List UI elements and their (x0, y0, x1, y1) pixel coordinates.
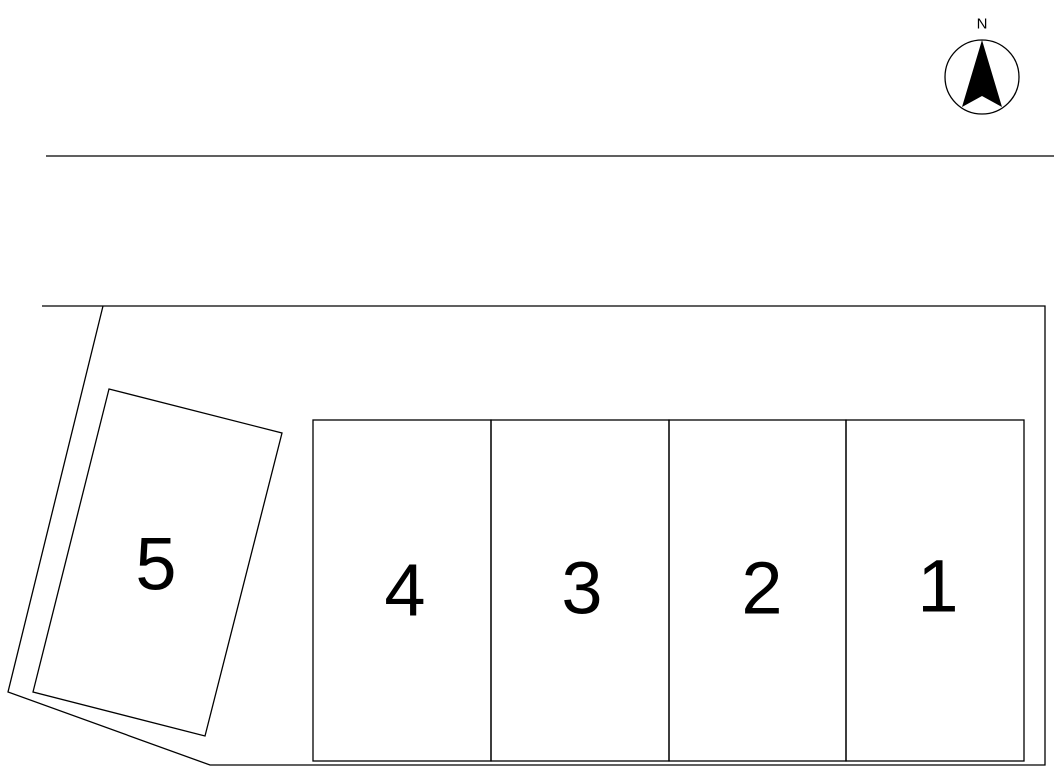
lot-4[interactable]: 4 (312, 419, 492, 762)
lot-1[interactable]: 1 (845, 419, 1025, 762)
lot-3[interactable]: 3 (490, 419, 670, 762)
lot-3-number: 3 (561, 547, 602, 630)
lot-2[interactable]: 2 (668, 419, 847, 762)
lot-1-number: 1 (917, 545, 958, 628)
lot-2-number: 2 (741, 547, 782, 630)
north-arrow-icon: N (944, 16, 1020, 115)
lot-1-outline (845, 419, 1025, 762)
lot-5[interactable]: 5 (32, 388, 283, 737)
lot-4-number: 4 (384, 549, 425, 632)
compass-arrow (962, 40, 1002, 107)
site-boundary (7, 305, 1046, 766)
compass-north-label: N (977, 16, 988, 33)
lot-5-number: 5 (135, 523, 176, 606)
lot-5-outline (32, 388, 283, 737)
